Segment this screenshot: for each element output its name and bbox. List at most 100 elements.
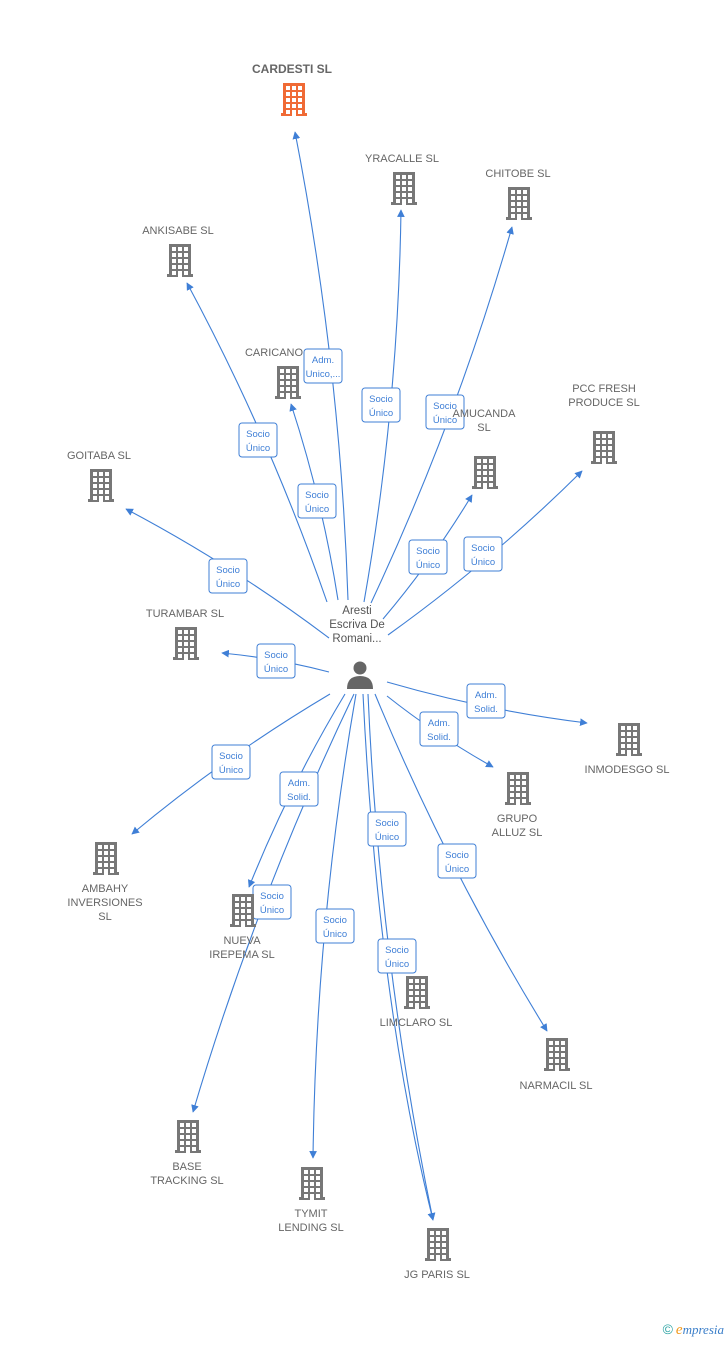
building-icon — [591, 431, 617, 465]
company-label: SL — [98, 911, 111, 923]
relation-label-nuevairepema[interactable]: Adm.Solid. — [279, 771, 319, 807]
company-node-jgparis[interactable]: JG PARIS SL — [404, 1228, 470, 1281]
company-label: TYMIT — [295, 1208, 328, 1220]
relation-box — [437, 843, 477, 879]
relation-label-inmodesgo[interactable]: Adm.Solid. — [466, 683, 506, 719]
company-node-caricano[interactable]: CARICANO — [245, 347, 304, 400]
building-icon — [93, 842, 119, 876]
company-node-cardesti[interactable]: CARDESTI SL — [252, 62, 332, 117]
company-node-goitaba[interactable]: GOITABA SL — [67, 450, 131, 503]
relation-text: Unico,... — [306, 369, 341, 380]
relation-box — [425, 394, 465, 430]
relation-text: Socio — [375, 818, 399, 829]
company-label: CARDESTI SL — [252, 62, 332, 76]
relation-text: Socio — [305, 490, 329, 501]
relation-text: Socio — [264, 650, 288, 661]
relation-box — [408, 539, 448, 575]
company-label: PRODUCE SL — [568, 397, 640, 409]
person-icon — [347, 661, 373, 689]
company-node-pccfresh[interactable]: PCC FRESH PRODUCE SL — [568, 383, 640, 465]
company-label: IREPEMA SL — [209, 949, 274, 961]
relation-text: Único — [375, 832, 399, 843]
building-icon — [281, 83, 307, 117]
relation-text: Solid. — [427, 732, 451, 743]
relation-box — [419, 711, 459, 747]
footer-watermark: ©empresia — [663, 1321, 724, 1339]
relation-box — [466, 683, 506, 719]
relation-text: Socio — [416, 546, 440, 557]
company-node-yracalle[interactable]: YRACALLE SL — [365, 153, 439, 206]
relation-text: Adm. — [288, 778, 310, 789]
company-label: AMBAHY — [82, 883, 129, 895]
company-node-tymitlending[interactable]: TYMIT LENDING SL — [278, 1167, 344, 1234]
building-icon — [404, 976, 430, 1010]
relation-box — [279, 771, 319, 807]
relation-text: Socio — [471, 543, 495, 554]
building-icon — [425, 1228, 451, 1262]
building-icon — [175, 1120, 201, 1154]
relation-text: Único — [260, 905, 284, 916]
relation-text: Único — [433, 415, 457, 426]
relation-box — [315, 908, 355, 944]
relation-label-grupoalluz[interactable]: Adm. Solid. — [419, 711, 459, 747]
edges-layer — [125, 131, 588, 1221]
relation-text: Adm. — [428, 718, 450, 729]
company-node-narmacil[interactable]: NARMACIL SL — [520, 1038, 593, 1092]
building-icon — [230, 894, 256, 928]
company-label: CHITOBE SL — [485, 168, 550, 180]
company-label: PCC FRESH — [572, 383, 636, 395]
company-label: LENDING SL — [278, 1222, 343, 1234]
company-node-turambar[interactable]: TURAMBAR SL — [146, 608, 224, 661]
company-node-ankisabe[interactable]: ANKISABE SL — [142, 225, 214, 278]
company-node-chitobe[interactable]: CHITOBE SL — [485, 168, 551, 221]
relation-text: Socio — [260, 891, 284, 902]
building-icon — [88, 469, 114, 503]
relation-text: Socio — [433, 401, 457, 412]
company-label: NARMACIL SL — [520, 1080, 593, 1092]
relation-text: Único — [385, 959, 409, 970]
relation-text: Único — [219, 765, 243, 776]
company-label: GOITABA SL — [67, 450, 131, 462]
person-label: Romani... — [332, 633, 381, 645]
company-label: BASE — [172, 1161, 201, 1173]
building-icon — [472, 456, 498, 490]
relation-box — [303, 348, 343, 384]
relation-labels-layer: Adm.Unico,...SocioÚnicoSocioÚnicoSocioÚn… — [208, 348, 506, 974]
relation-text: Socio — [323, 915, 347, 926]
brand-logo: empresia — [675, 1322, 724, 1338]
person-label: Aresti — [342, 605, 371, 617]
relation-label-cardesti[interactable]: Adm. Unico,... — [303, 348, 343, 384]
company-label: ANKISABE SL — [142, 225, 214, 237]
company-label: CARICANO — [245, 347, 304, 359]
building-icon — [505, 772, 531, 806]
relation-text: Socio — [246, 429, 270, 440]
relation-text: Socio — [216, 565, 240, 576]
company-node-limclaro[interactable]: LIMCLARO SL — [380, 976, 453, 1029]
relation-text: Adm. — [312, 355, 334, 366]
copyright-symbol: © — [662, 1321, 673, 1337]
company-node-inmodesgo[interactable]: INMODESGO SL — [585, 723, 670, 776]
building-icon — [616, 723, 642, 757]
building-icon — [506, 187, 532, 221]
company-nodes-layer: CARDESTI SL YRACALLE SL CHITOBE SL ANKISABE… — [67, 62, 669, 1281]
